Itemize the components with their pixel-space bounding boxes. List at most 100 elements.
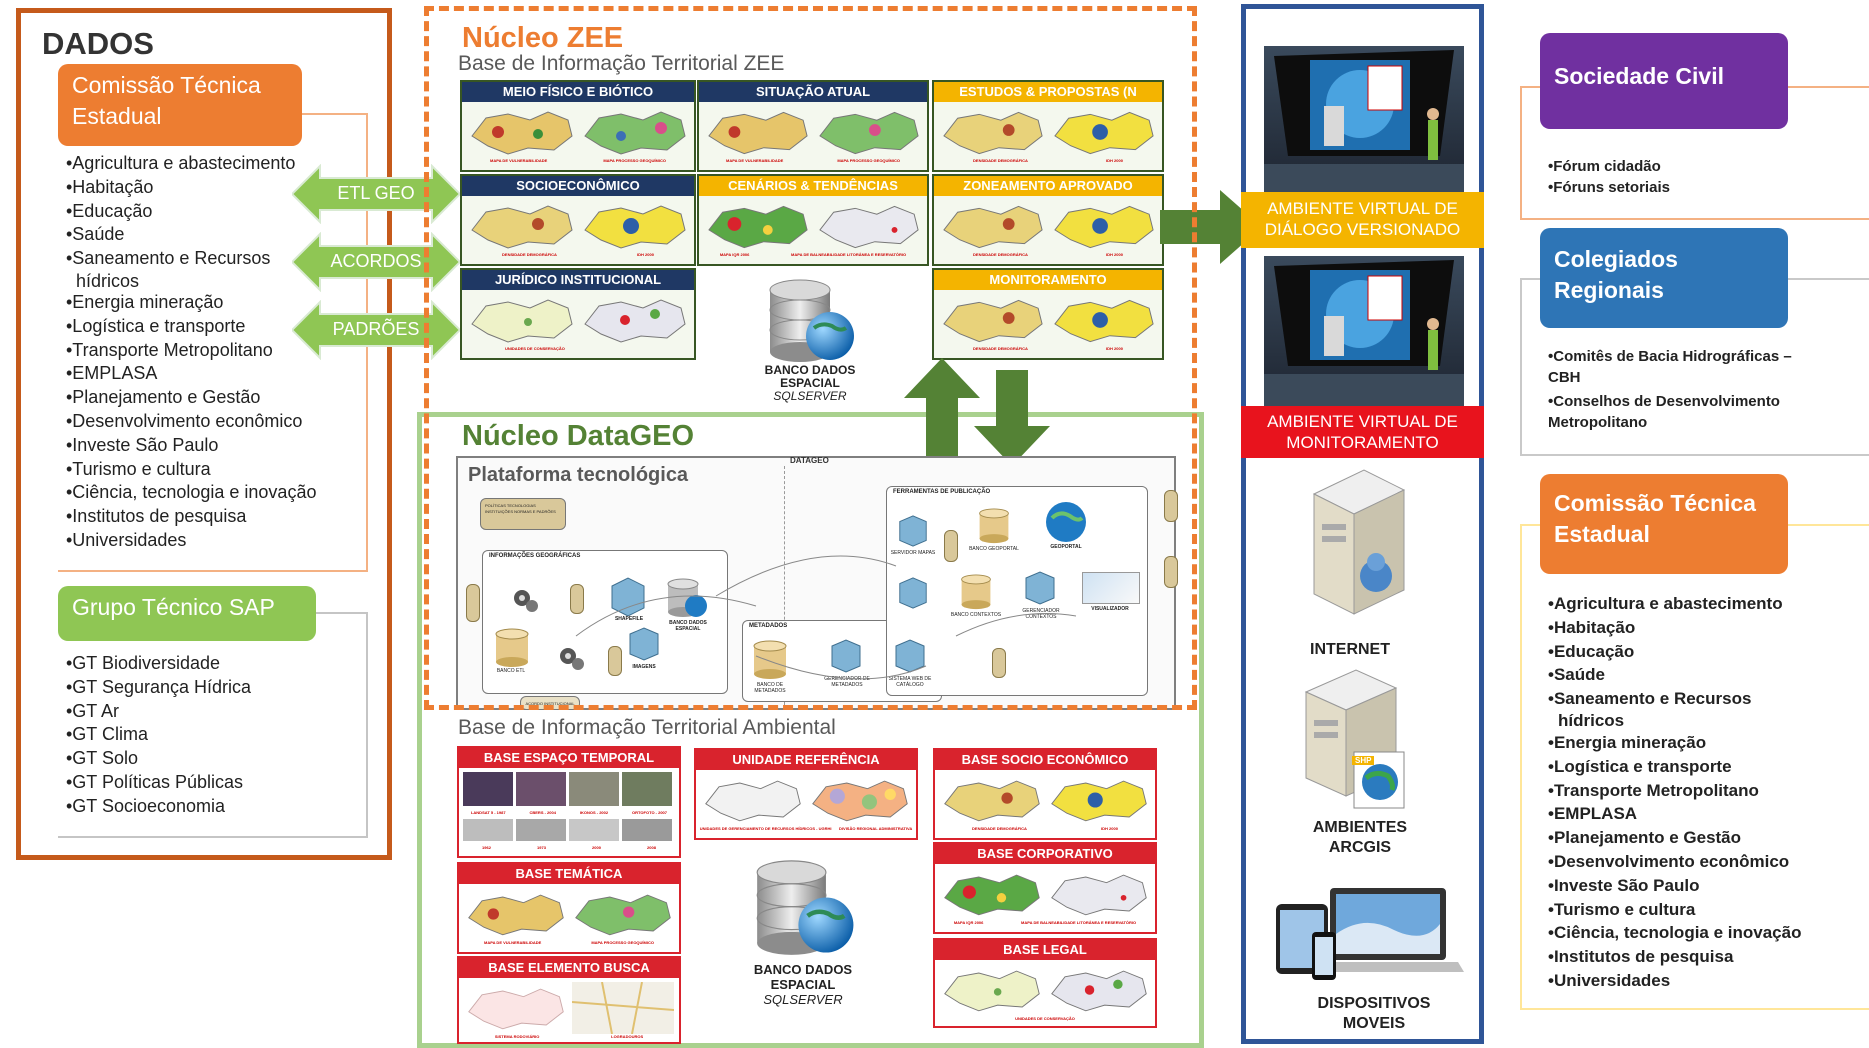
shapefile-icon xyxy=(611,577,645,616)
list-item: •Educação xyxy=(1548,641,1635,661)
comissao-right-header: Comissão Técnica Estadual xyxy=(1540,474,1788,574)
list-item: •Saneamento e Recursos xyxy=(66,248,271,269)
sp-map-thumb xyxy=(1050,780,1147,822)
list-item: •Desenvolvimento econômico xyxy=(1548,851,1790,871)
map-captions: MAPA IQR 2006 MAPA DE BALNEABILIDADE LITO… xyxy=(935,920,1155,925)
caption: MAPA PROCESSO GEOQUÍMICO xyxy=(603,158,666,163)
block-label: MONITORAMENTO xyxy=(934,270,1162,290)
arcgis-label: AMBIENTES ARCGIS xyxy=(1300,818,1420,858)
acordos-arrow xyxy=(292,232,460,292)
connector-pill xyxy=(466,584,480,622)
sp-map-thumb xyxy=(470,299,573,343)
down-arrow xyxy=(974,370,1050,466)
db-label-line: ESPACIAL xyxy=(770,977,836,992)
db-label-line: SQLSERVER xyxy=(763,992,843,1007)
list-item: •GT Socioeconomia xyxy=(66,795,226,816)
comissao-right-title-line2: Estadual xyxy=(1554,521,1650,547)
server-icon xyxy=(1025,571,1055,605)
caption: UNIDADES DE GERENCIAMENTO DE RECURSOS HÍ… xyxy=(699,826,832,831)
dialogo-line: AMBIENTE VIRTUAL DE xyxy=(1267,199,1458,218)
map-captions: UNIDADES DE CONSERVAÇÃO xyxy=(935,1016,1155,1021)
caption: UNIDADES DE CONSERVAÇÃO xyxy=(1015,1016,1075,1021)
caption: 1973 xyxy=(537,845,546,850)
sp-map-thumb xyxy=(942,299,1043,343)
colegiados-list: •Comitês de Bacia Hidrográficas – CBH •C… xyxy=(1548,346,1792,433)
block-label: BASE SOCIO ECONÔMICO xyxy=(935,750,1155,770)
block-label: UNIDADE REFERÊNCIA xyxy=(696,750,916,770)
image-strip xyxy=(459,815,679,845)
caption: DIVISÃO REGIONAL ADMINISTRATIVA xyxy=(839,826,913,831)
sp-map-thumb xyxy=(583,111,686,155)
caption: MAPA DE BALNEABILIDADE LITORÂNEA E RESER… xyxy=(1021,920,1137,925)
zee-subtitle: Base de Informação Territorial ZEE xyxy=(458,52,785,75)
server-icon xyxy=(1304,669,1405,809)
list-item: •Saneamento e Recursos xyxy=(1548,689,1752,709)
platform-title: Plataforma tecnológica xyxy=(468,464,689,486)
database-icon xyxy=(769,279,854,362)
caption: CBERS - 2004 xyxy=(529,810,556,815)
list-item: •Investe São Paulo xyxy=(1548,875,1700,895)
zee-block-juridico: JURÍDICO INSTITUCIONAL UNIDADES DE CONSE… xyxy=(460,268,696,360)
block-label: BASE TEMÁTICA xyxy=(459,864,679,884)
list-item: •Logística e transporte xyxy=(1548,756,1732,776)
acordos-label: ACORDOS xyxy=(330,251,422,271)
videowall-icon xyxy=(1264,50,1464,192)
geoportal-db-icon xyxy=(979,508,1009,544)
sp-map-thumb xyxy=(470,205,573,249)
list-item: •Fóruns setoriais xyxy=(1548,179,1670,196)
connector-pill xyxy=(1164,490,1178,522)
caption: ORTOFOTO - 2007 xyxy=(632,810,668,815)
db-label-line: SQLSERVER xyxy=(773,389,847,403)
visualizador-label: VISUALIZADOR xyxy=(1091,606,1129,612)
db-label-line: ESPACIAL xyxy=(780,376,840,390)
grupo-sap-title: Grupo Técnico SAP xyxy=(72,594,275,620)
map-pair xyxy=(935,864,1155,920)
server-icon xyxy=(899,515,927,547)
image-strip xyxy=(459,768,679,810)
list-item: •Ciência, tecnologia e inovação xyxy=(66,482,317,503)
gears-icon xyxy=(514,590,538,612)
monitoramento-line: MONITORAMENTO xyxy=(1286,433,1439,452)
list-item: •GT Solo xyxy=(66,748,138,769)
block-label: JURÍDICO INSTITUCIONAL xyxy=(462,270,694,290)
map-pair xyxy=(462,196,694,252)
arcgis-line: ARCGIS xyxy=(1328,839,1392,856)
colegiados-header: Colegiados Regionais xyxy=(1540,228,1788,328)
access-panel xyxy=(1241,4,1484,1044)
block-label: BASE LEGAL xyxy=(935,940,1155,960)
map-pair xyxy=(696,770,916,826)
sp-map-thumb xyxy=(1053,111,1154,155)
block-label: CENÁRIOS & TENDÊNCIAS xyxy=(699,176,927,196)
dados-title: DADOS xyxy=(42,26,154,61)
list-item: •Institutos de pesquisa xyxy=(66,506,247,527)
list-item: •EMPLASA xyxy=(1548,804,1638,824)
sp-map-thumb xyxy=(707,205,808,249)
list-item: •Conselhos de Desenvolvimento xyxy=(1548,393,1780,410)
list-item: CBH xyxy=(1548,369,1581,386)
comissao-title-line2: Estadual xyxy=(72,103,162,129)
block-label: MEIO FÍSICO E BIÓTICO xyxy=(462,82,694,102)
database-icon xyxy=(667,578,707,617)
metadata-db-icon xyxy=(753,640,787,679)
caption: MAPA IQR 2006 xyxy=(953,920,984,925)
block-label: SOCIOECONÔMICO xyxy=(462,176,694,196)
list-item: •Fórum cidadão xyxy=(1548,158,1661,175)
ambiental-db-label: BANCO DADOS ESPACIAL SQLSERVER xyxy=(748,962,858,1007)
list-item: Metropolitano xyxy=(1548,414,1648,431)
list-item: •Investe São Paulo xyxy=(66,434,219,455)
comissao-list: •Agricultura e abastecimento •Habitação … xyxy=(66,152,316,553)
arcgis-line: AMBIENTES xyxy=(1312,819,1408,836)
sp-map-thumb xyxy=(470,111,573,155)
zee-title: Núcleo ZEE xyxy=(462,22,624,54)
caption: MAPA DE VULNERABILIDADE xyxy=(725,158,784,163)
sociedade-title: Sociedade Civil xyxy=(1554,63,1725,89)
sp-map-thumb xyxy=(467,894,564,936)
